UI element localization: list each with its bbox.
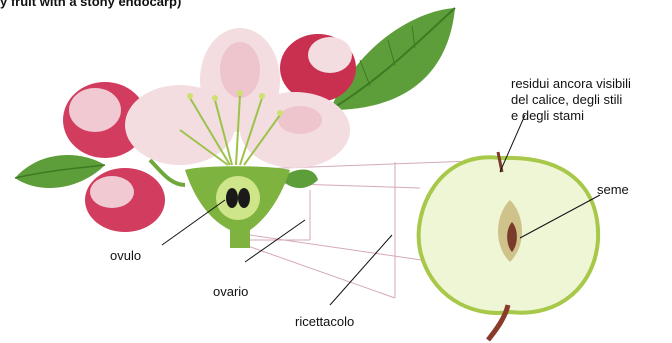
label-residui-line3: e degli stami (511, 108, 584, 123)
label-ovulo: ovulo (110, 248, 141, 263)
label-ovario: ovario (213, 284, 248, 299)
label-residui-line1: residui ancora visibili (511, 76, 631, 91)
label-residui-line2: del calice, degli stili (511, 92, 622, 107)
receptacle-icon (185, 166, 290, 248)
label-ricettacolo: ricettacolo (295, 314, 354, 329)
apple-half-icon (419, 152, 598, 340)
label-seme: seme (597, 182, 629, 197)
